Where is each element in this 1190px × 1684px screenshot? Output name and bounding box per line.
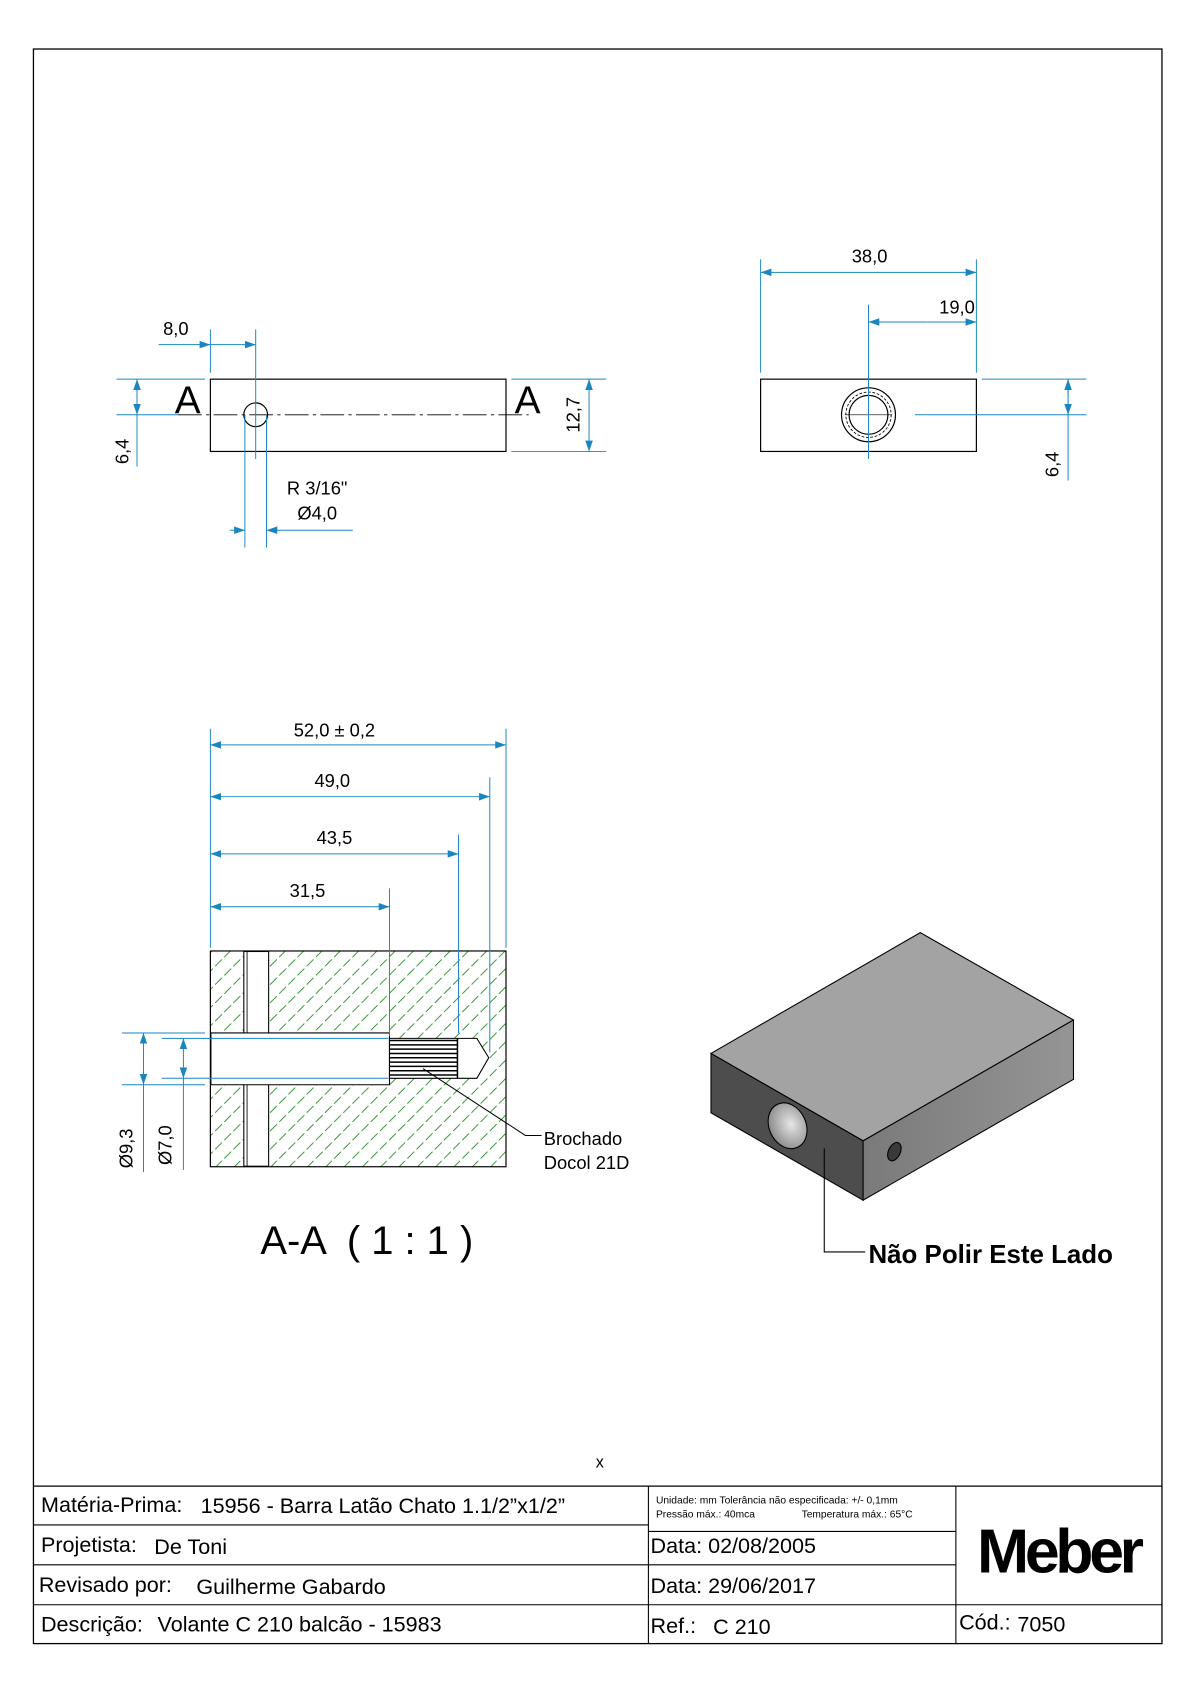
dim-center-height: 6,4 <box>111 439 132 464</box>
marker-x: x <box>596 1454 604 1472</box>
front-view-outline <box>209 378 507 453</box>
dim-bore-outer: Ø9,3 <box>116 1129 137 1169</box>
sheet-border <box>32 48 1163 1645</box>
cod-value: 7050 <box>1017 1612 1065 1637</box>
dim-length-49: 49,0 <box>314 770 350 791</box>
iso-leader-line <box>823 1148 866 1253</box>
dim-length-31: 31,5 <box>290 880 326 901</box>
descricao-label: Descrição: <box>41 1612 143 1637</box>
materia-label: Matéria-Prima: <box>41 1492 182 1517</box>
leader-line <box>422 1068 542 1136</box>
specs-line2b: Temperatura máx.: 65°C <box>802 1509 913 1520</box>
hole-radius-note: R 3/16" <box>287 478 348 499</box>
meber-logo: Meber <box>977 1516 1144 1586</box>
hole-diameter: Ø4,0 <box>297 502 337 523</box>
broach-splines <box>389 1038 459 1079</box>
data-created: Data: 02/08/2005 <box>651 1533 816 1558</box>
title-block: Matéria-Prima: 15956 - Barra Latão Chato… <box>33 1485 1162 1644</box>
dim-width: 38,0 <box>852 246 888 267</box>
section-title: A-A ( 1 : 1 ) <box>260 1219 473 1263</box>
section-marker-right: A <box>515 380 541 423</box>
ref-value: C 210 <box>713 1614 771 1639</box>
dim-half-width: 19,0 <box>939 296 975 317</box>
cod-label: Cód.: <box>959 1610 1011 1635</box>
specs-line1: Unidade: mm Tolerância não especificada:… <box>656 1495 898 1506</box>
dim-bore-inner: Ø7,0 <box>155 1125 176 1165</box>
specs-line2a: Pressão máx.: 40mca <box>656 1509 755 1520</box>
dim-center-height-side: 6,4 <box>1041 452 1062 477</box>
projetista-label: Projetista: <box>41 1532 137 1557</box>
iso-bore-hole <box>767 1102 808 1150</box>
dim-hole-offset: 8,0 <box>163 318 188 339</box>
revisado-value: Guilherme Gabardo <box>196 1574 385 1599</box>
ref-label: Ref.: <box>651 1613 697 1638</box>
projetista-value: De Toni <box>154 1534 227 1559</box>
broach-note-line1: Brochado <box>544 1128 622 1149</box>
dim-length-43: 43,5 <box>317 827 353 848</box>
section-view: 52,0 ± 0,2 49,0 43,5 31,5 Ø9,3 Ø7,0 Broc… <box>116 719 630 1263</box>
section-marker-left: A <box>175 380 201 423</box>
data-revised: Data: 29/06/2017 <box>651 1573 816 1598</box>
descricao-value: Volante C 210 balcão - 15983 <box>158 1612 442 1637</box>
bore <box>210 1032 391 1086</box>
side-view: 38,0 19,0 6,4 <box>760 246 1087 481</box>
front-view: 8,0 6,4 12,7 R 3/16" Ø4,0 A A <box>111 318 607 548</box>
dim-thickness: 12,7 <box>562 397 583 433</box>
broach-note-line2: Docol 21D <box>544 1152 630 1173</box>
materia-value: 15956 - Barra Latão Chato 1.1/2”x1/2” <box>201 1493 565 1518</box>
iso-note: Não Polir Este Lado <box>868 1241 1112 1269</box>
iso-small-hole <box>887 1141 902 1162</box>
iso-right-face <box>862 1019 1075 1202</box>
dim-total-length: 52,0 ± 0,2 <box>294 719 375 740</box>
isometric-view: Não Polir Este Lado <box>709 932 1113 1269</box>
revisado-label: Revisado por: <box>39 1572 172 1597</box>
